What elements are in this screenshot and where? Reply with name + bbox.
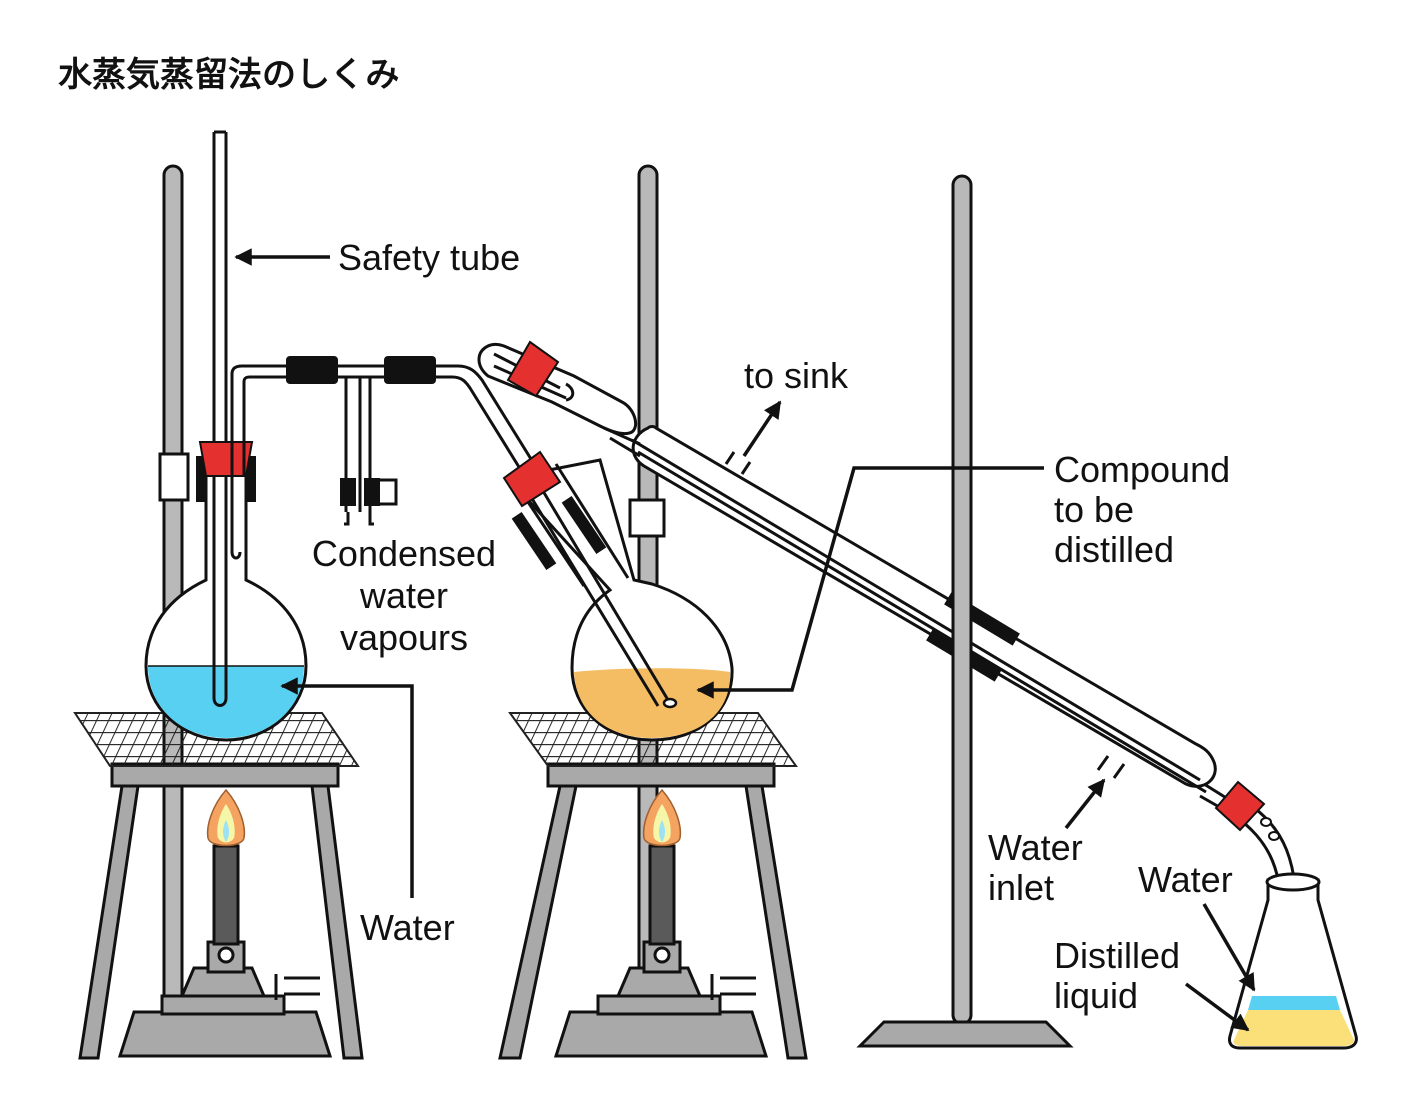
left-bunsen-burner	[117, 844, 333, 1058]
label-water-inlet-line2: inlet	[988, 867, 1054, 908]
label-distilled-line1: Distilled	[1054, 935, 1180, 976]
steam-delivery-tube	[230, 356, 577, 539]
left-tripod	[78, 762, 364, 1060]
steam-inlet-tube	[526, 485, 670, 707]
arrow-icon	[1202, 903, 1256, 992]
label-compound-line3: distilled	[1054, 529, 1174, 570]
left-clamp	[158, 452, 256, 502]
arrow-icon	[1064, 778, 1106, 830]
label-water-left: Water	[360, 907, 455, 948]
bunsen-flame-icon	[206, 788, 246, 847]
flask-stopper	[502, 450, 562, 508]
label-water-inlet-line1: Water	[988, 827, 1083, 868]
bunsen-flame-icon	[642, 788, 682, 847]
liebig-condenser	[603, 425, 1237, 814]
left-inner-tube	[230, 476, 242, 560]
label-safety-tube: Safety tube	[338, 237, 520, 278]
safety-tube	[212, 130, 228, 707]
middle-bunsen-burner	[553, 844, 769, 1058]
label-compound-line1: Compound	[1054, 449, 1230, 490]
arrow-icon	[280, 677, 414, 898]
left-flask-stopper	[198, 441, 254, 477]
label-to-sink: to sink	[744, 355, 849, 396]
distillation-flask	[505, 458, 734, 742]
label-condensed-line3: vapours	[340, 617, 468, 658]
arrow-icon	[1184, 982, 1250, 1032]
label-distilled-line2: liquid	[1054, 975, 1138, 1016]
label-condensed-line2: water	[359, 575, 448, 616]
tube-tip	[662, 697, 678, 709]
label-condensed-line1: Condensed	[312, 533, 496, 574]
receiving-flask	[1228, 872, 1358, 1050]
right-stand	[856, 174, 1074, 1048]
middle-tripod	[498, 762, 808, 1060]
still-head-stopper	[506, 340, 560, 398]
label-compound-line2: to be	[1054, 489, 1134, 530]
arrow-icon	[742, 400, 782, 457]
flask-neck	[510, 463, 630, 587]
still-head	[477, 343, 638, 436]
adapter-stopper	[1214, 780, 1266, 832]
diagram-title: 水蒸気蒸留法のしくみ	[58, 55, 399, 95]
middle-clamp	[628, 498, 666, 538]
label-water-right: Water	[1138, 859, 1233, 900]
arrow-icon	[696, 466, 1044, 699]
